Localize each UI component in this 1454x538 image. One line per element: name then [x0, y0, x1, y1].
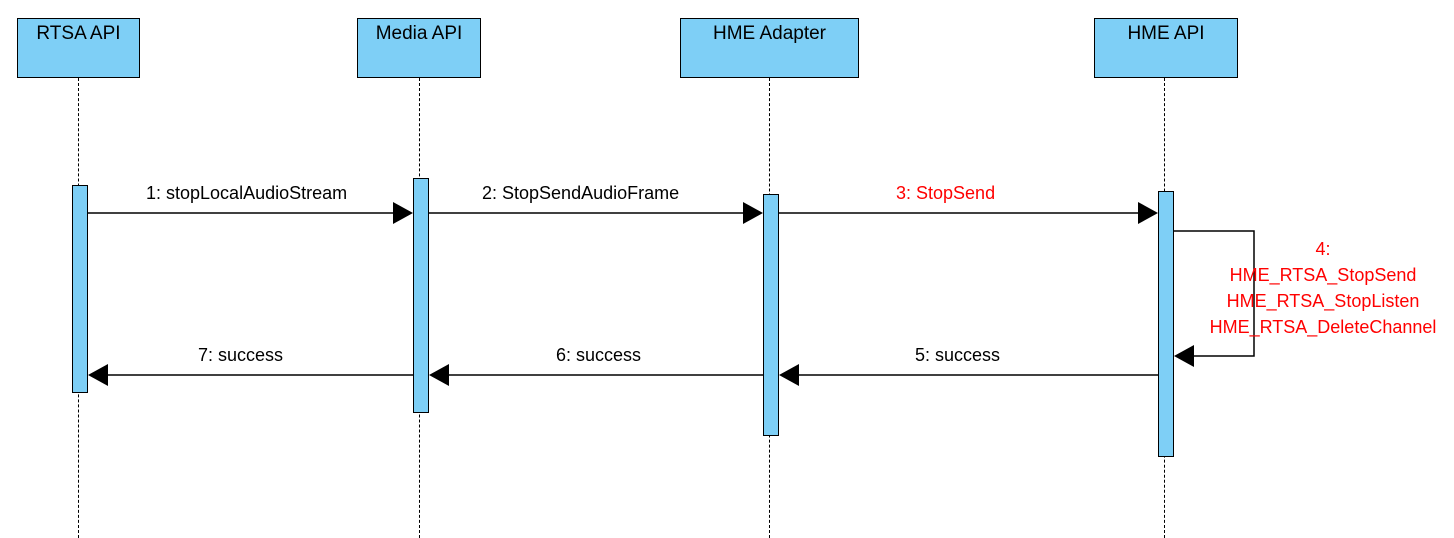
participant-media-api: Media API — [357, 18, 481, 78]
arrow-3-head — [1138, 202, 1158, 224]
message-3-label: 3: StopSend — [896, 183, 996, 203]
message-5-label: 5: success — [915, 345, 1001, 365]
participant-hme-api: HME API — [1094, 18, 1238, 78]
arrow-4-head — [1174, 345, 1194, 367]
message-4-line-3: HME_RTSA_StopListen — [1226, 291, 1420, 311]
arrow-1-head — [393, 202, 413, 224]
arrow-2-head — [743, 202, 763, 224]
activation-rtsa-api — [72, 185, 88, 393]
activation-media-api — [413, 178, 429, 413]
arrow-6-head — [429, 364, 449, 386]
activation-hme-adapter — [763, 194, 779, 436]
participant-rtsa-api: RTSA API — [17, 18, 140, 78]
arrow-7-head — [88, 364, 108, 386]
message-4-line-4: HME_RTSA_DeleteChannel — [1209, 317, 1437, 337]
message-4-line-2: HME_RTSA_StopSend — [1229, 265, 1417, 285]
activation-hme-api — [1158, 191, 1174, 457]
message-4-line-1: 4: — [1315, 239, 1331, 259]
participant-hme-adapter: HME Adapter — [680, 18, 859, 78]
message-2-label: 2: StopSendAudioFrame — [482, 183, 680, 203]
arrow-4-self-line — [1174, 230, 1255, 357]
message-6-label: 6: success — [556, 345, 642, 365]
message-4-label: 4: HME_RTSA_StopSend HME_RTSA_StopListen… — [1197, 236, 1449, 340]
arrow-5-head — [779, 364, 799, 386]
message-7-label: 7: success — [198, 345, 284, 365]
message-1-label: 1: stopLocalAudioStream — [146, 183, 348, 203]
